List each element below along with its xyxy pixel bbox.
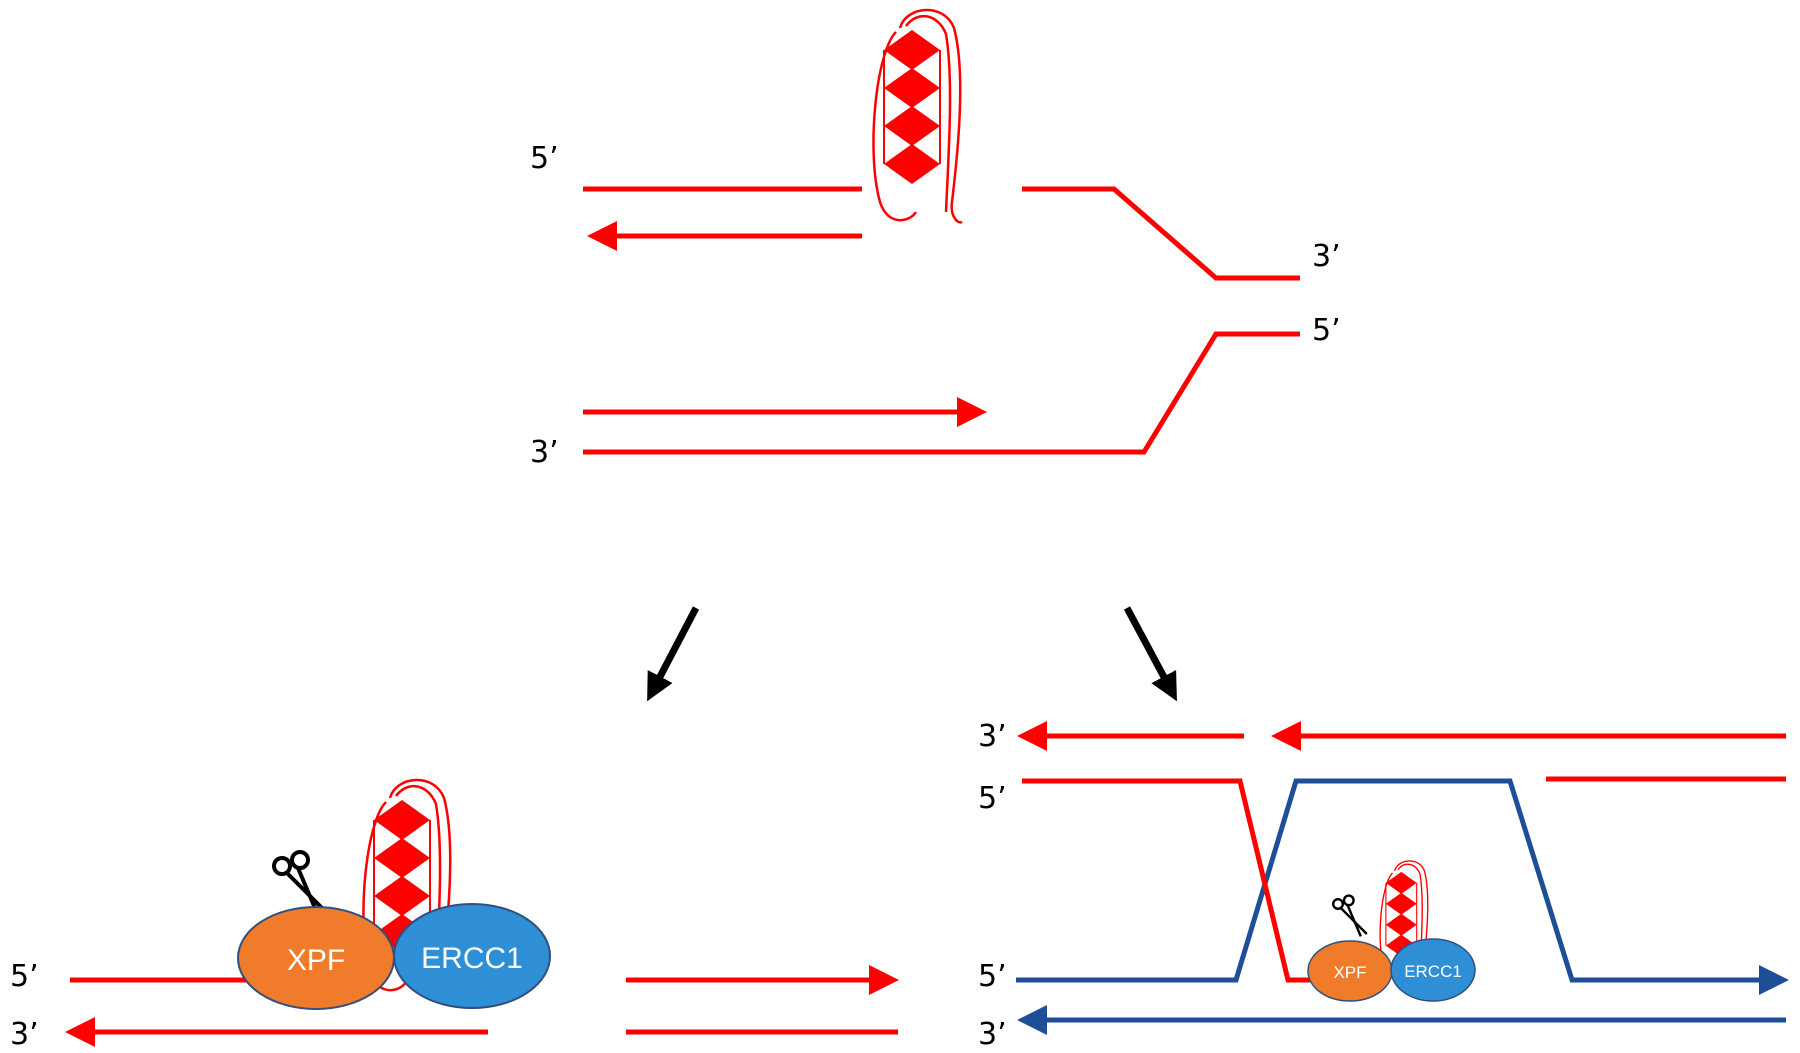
ercc1-label-small: ERCC1 [1404, 962, 1462, 981]
br-red-strand [1022, 778, 1318, 983]
ercc1-protein-small [1390, 938, 1476, 1002]
label-top-5prime-right: 5’ [1312, 313, 1341, 348]
br-blue-strand [1016, 778, 1789, 995]
label-bl-3prime: 3’ [10, 1017, 39, 1052]
g-quadruplex-icon [872, 8, 964, 224]
top-strand-upper-right [1022, 186, 1300, 281]
xpf-label: XPF [287, 944, 345, 977]
label-top-3prime-right: 3’ [1312, 239, 1341, 274]
top-strand-lower [583, 331, 1300, 455]
arrow-down-left-icon [647, 606, 700, 702]
top-panel: 5’ 3’ 3’ 5’ [530, 8, 1341, 470]
ercc1-label: ERCC1 [421, 942, 523, 975]
ercc1-protein [393, 903, 551, 1009]
label-br-3prime-bottom: 3’ [978, 1017, 1007, 1052]
xpf-label-small: XPF [1333, 963, 1366, 982]
arrow-down-right-icon [1123, 606, 1177, 702]
scissors-icon [1332, 894, 1369, 938]
label-br-5prime-lower: 5’ [978, 959, 1007, 994]
label-br-5prime-upper: 5’ [978, 781, 1007, 816]
label-top-5prime-left: 5’ [530, 141, 559, 176]
bottom-left-panel: 5’ 3’ XPF ERCC1 [10, 778, 899, 1052]
label-top-3prime-left: 3’ [530, 435, 559, 470]
label-bl-5prime: 5’ [10, 959, 39, 994]
bottom-right-panel: 3’ 5’ 5’ 3’ XPF ERCC1 [978, 719, 1789, 1052]
label-br-3prime-top: 3’ [978, 719, 1007, 754]
